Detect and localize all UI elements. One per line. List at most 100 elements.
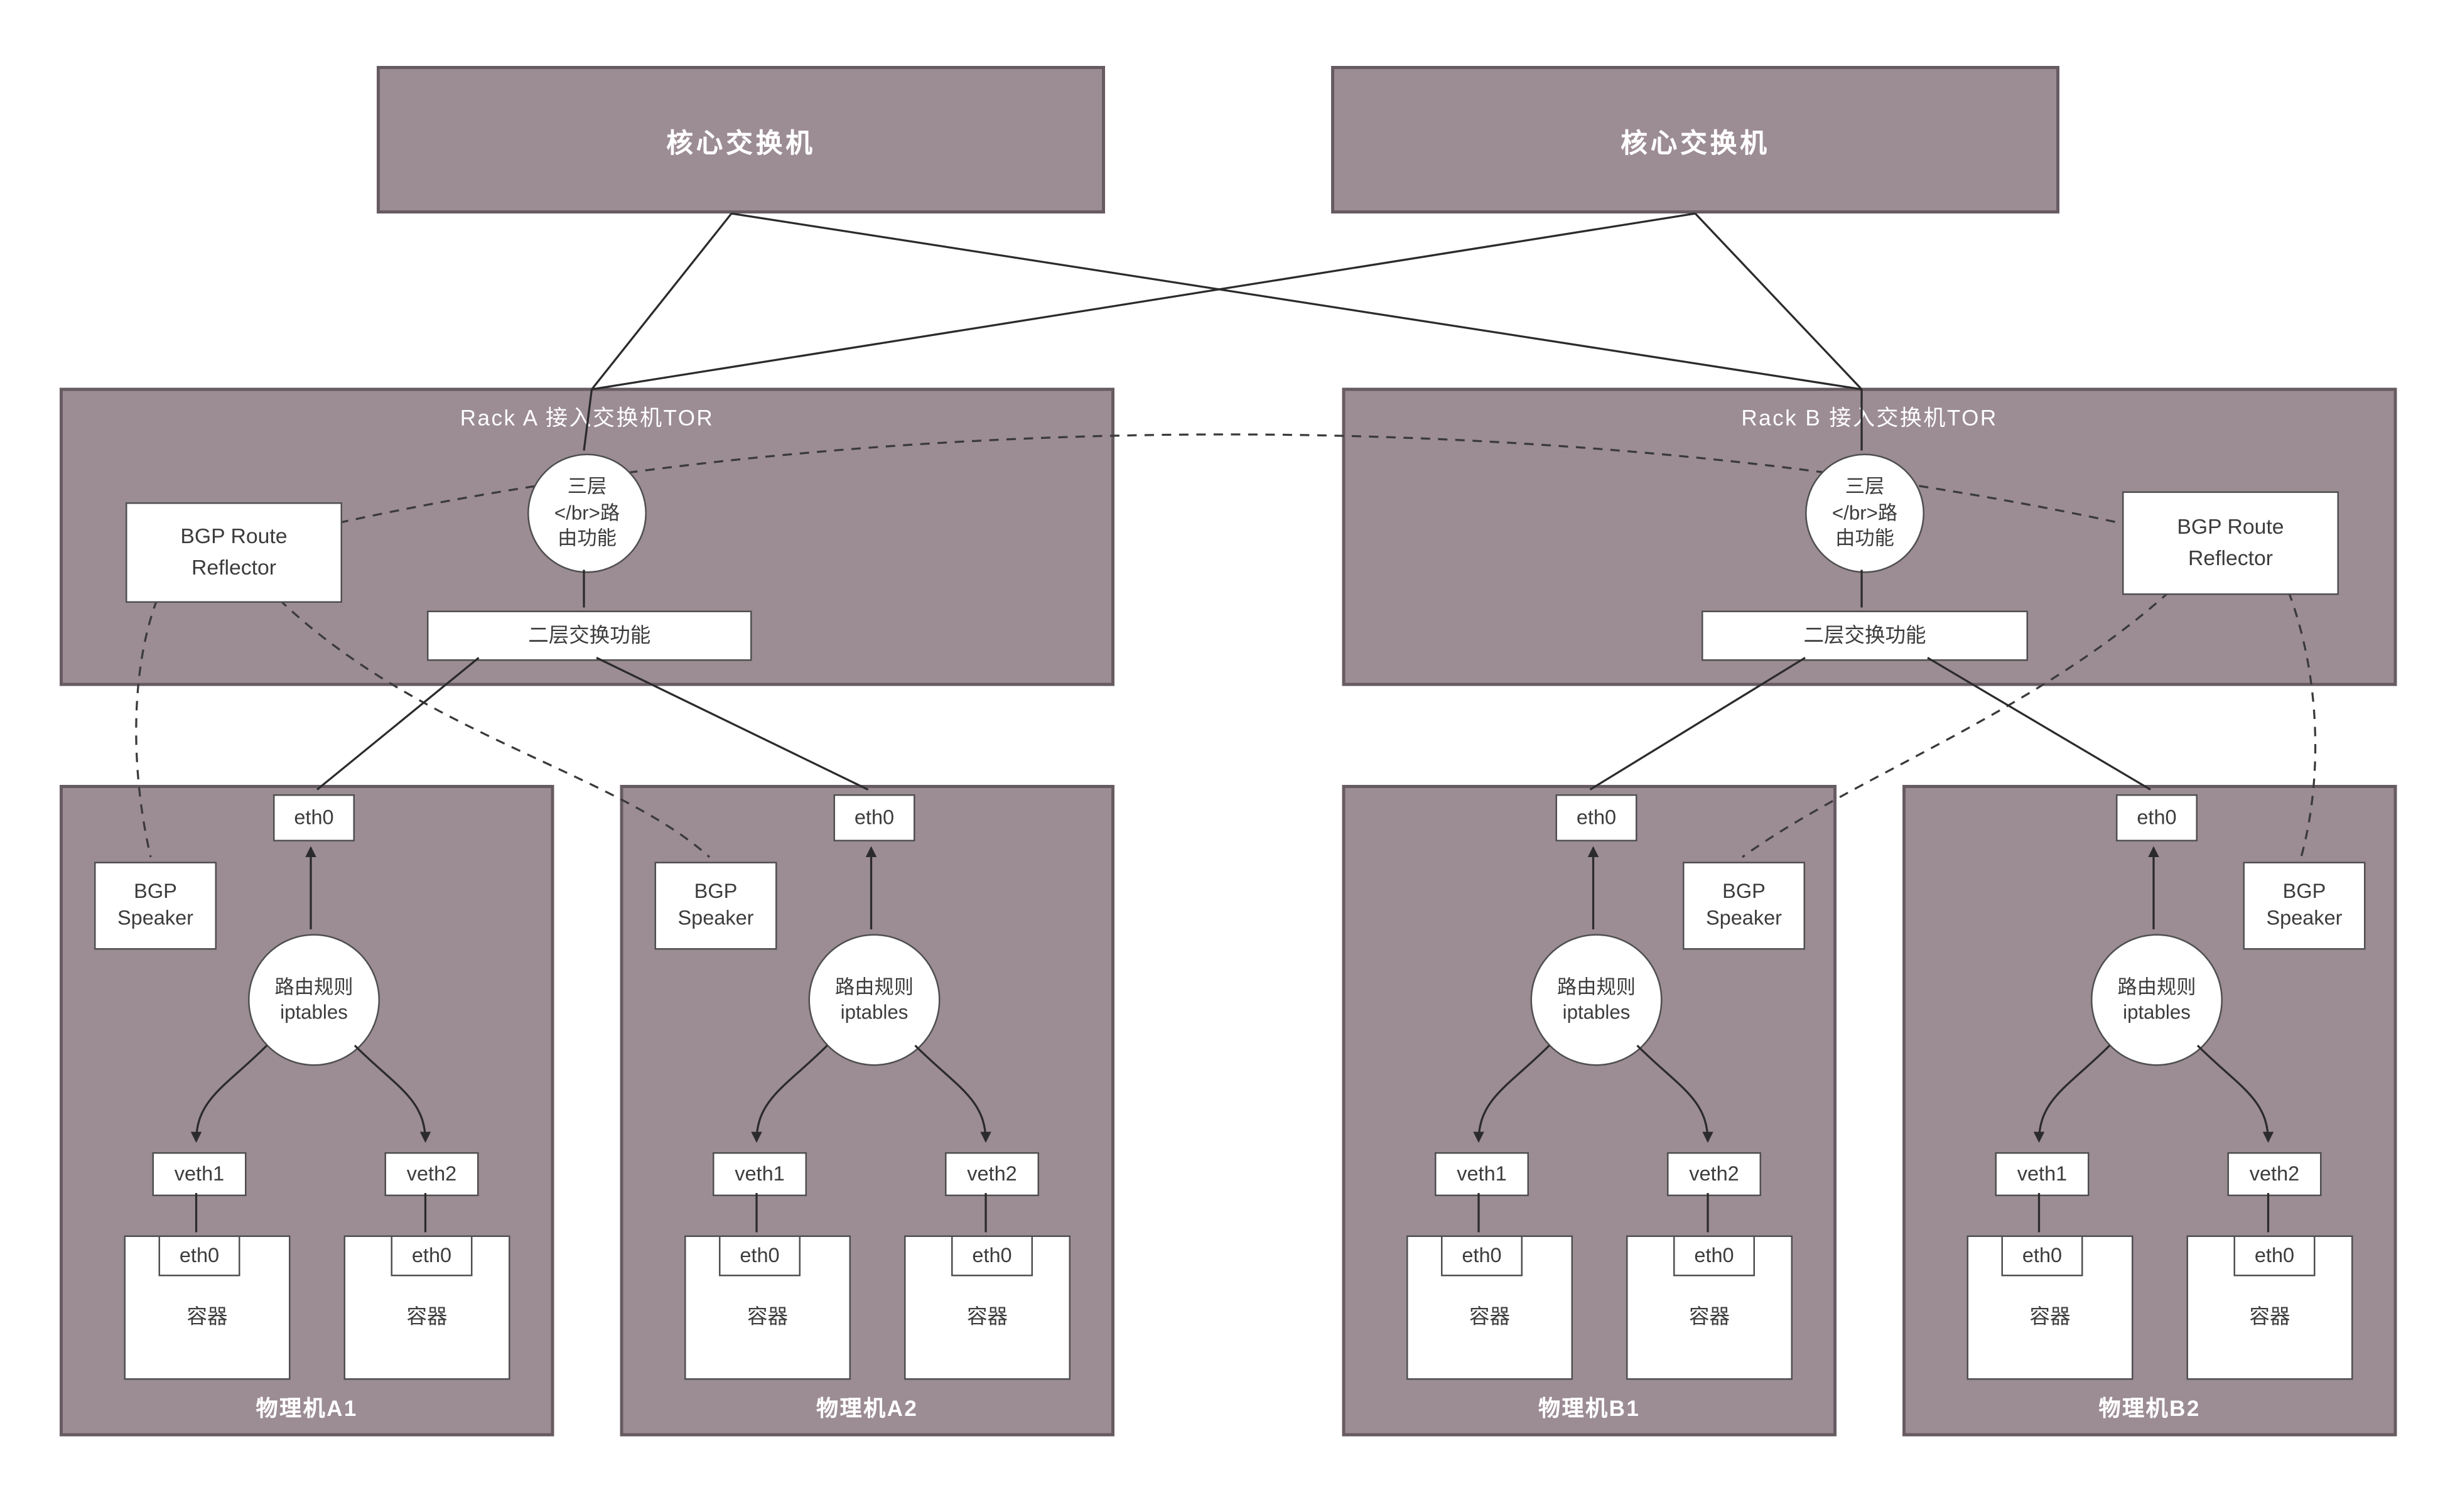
uplink-coreleft-racka (591, 212, 733, 391)
rack-b-l3-line1: 三层 (1845, 476, 1885, 499)
container-eth0-label: eth0 (411, 1242, 452, 1266)
core-switch-right: 核心交换机 (1331, 66, 2059, 213)
container-label: 容器 (406, 1304, 448, 1329)
veth1-label: veth1 (735, 1160, 785, 1185)
veth2-label: veth2 (967, 1160, 1017, 1185)
rack-b-rr-line2: Reflector (2188, 546, 2274, 570)
iptables-line1: 路由规则 (1556, 975, 1636, 998)
container-label: 容器 (1688, 1304, 1730, 1329)
container-box: eth0 容器 (1966, 1235, 2134, 1380)
rack-b-l3-line2: </br>路 (1832, 502, 1898, 524)
container-eth0-box: eth0 (2233, 1235, 2316, 1277)
container-box: eth0 容器 (124, 1235, 291, 1380)
bgp-speaker-box: BGP Speaker (94, 861, 217, 950)
container-eth0-box: eth0 (391, 1235, 473, 1277)
iptables-routing-circle: 路由规则 iptables (808, 934, 941, 1066)
container-eth0-box: eth0 (158, 1235, 240, 1277)
rack-a-l3-line3: 由功能 (558, 527, 617, 550)
bgp-speaker-line1: BGP (1722, 879, 1766, 903)
veth1-label: veth1 (1457, 1160, 1507, 1185)
rack-b-rr-line1: BGP Route (2177, 516, 2284, 539)
rack-b-bgp-route-reflector-box: BGP Route Reflector (2122, 491, 2339, 595)
host-eth0-box: eth0 (833, 794, 915, 841)
physical-machine-a1: eth0 BGP Speaker 路由规则 iptables veth1 vet… (60, 785, 554, 1437)
bgp-speaker-box: BGP Speaker (654, 861, 777, 950)
iptables-line2: iptables (1562, 1002, 1631, 1023)
veth2-box: veth2 (384, 1152, 479, 1196)
uplink-coreright-rackb (1694, 212, 1863, 391)
container-box: eth0 容器 (2186, 1235, 2353, 1380)
iptables-routing-circle: 路由规则 iptables (248, 934, 380, 1066)
bgp-speaker-line1: BGP (694, 879, 738, 903)
machine-label: 物理机A2 (816, 1395, 919, 1421)
rack-b-l3-line3: 由功能 (1835, 527, 1894, 550)
container-eth0-label: eth0 (179, 1242, 220, 1266)
host-eth0-box: eth0 (273, 794, 355, 841)
container-eth0-box: eth0 (951, 1235, 1033, 1277)
core-switch-right-label: 核心交换机 (1621, 127, 1770, 158)
rack-a-l2-switching-box: 二层交换功能 (427, 610, 752, 661)
host-eth0-box: eth0 (1555, 794, 1637, 841)
container-label: 容器 (747, 1304, 788, 1329)
bgp-speaker-line2: Speaker (117, 905, 194, 930)
veth1-label: veth1 (174, 1160, 225, 1185)
rack-b-l2-label: 二层交换功能 (1803, 622, 1926, 646)
container-box: eth0 容器 (684, 1235, 851, 1380)
veth1-box: veth1 (713, 1152, 807, 1196)
iptables-line1: 路由规则 (834, 975, 914, 998)
core-switch-left-label: 核心交换机 (666, 127, 816, 158)
host-eth0-label: eth0 (294, 804, 334, 828)
bgp-speaker-line2: Speaker (1705, 905, 1783, 930)
veth2-label: veth2 (406, 1160, 457, 1185)
container-eth0-label: eth0 (972, 1242, 1012, 1266)
veth2-label: veth2 (1689, 1160, 1739, 1185)
container-box: eth0 容器 (343, 1235, 510, 1380)
container-eth0-label: eth0 (2254, 1242, 2295, 1266)
rack-a-l2-label: 二层交换功能 (528, 622, 651, 646)
host-eth0-label: eth0 (1576, 804, 1617, 828)
rack-a-l3-line1: 三层 (567, 476, 607, 499)
rack-b-l3-routing-circle: 三层 </br>路 由功能 (1805, 453, 1924, 573)
uplink-coreright-racka (591, 212, 1696, 391)
container-label: 容器 (966, 1304, 1008, 1329)
rack-b-title: Rack B 接入交换机TOR (1741, 405, 1998, 430)
container-box: eth0 容器 (1626, 1235, 1793, 1380)
veth1-box: veth1 (1995, 1152, 2090, 1196)
veth1-box: veth1 (1435, 1152, 1529, 1196)
bgp-speaker-line2: Speaker (677, 905, 754, 930)
container-eth0-box: eth0 (1441, 1235, 1523, 1277)
machine-label: 物理机B2 (2098, 1395, 2201, 1421)
rack-a-rr-line1: BGP Route (180, 525, 288, 549)
host-eth0-label: eth0 (854, 804, 895, 828)
veth2-box: veth2 (1667, 1152, 1761, 1196)
rack-a-panel: Rack A 接入交换机TOR BGP Route Reflector 三层 <… (60, 387, 1114, 686)
iptables-line2: iptables (840, 1002, 909, 1023)
physical-machine-a2: eth0 BGP Speaker 路由规则 iptables veth1 vet… (620, 785, 1114, 1437)
machine-label: 物理机A1 (256, 1395, 358, 1421)
machine-label: 物理机B1 (1538, 1395, 1641, 1421)
bgp-speaker-line2: Speaker (2266, 905, 2343, 930)
iptables-line1: 路由规则 (2117, 975, 2196, 998)
container-eth0-box: eth0 (1673, 1235, 1755, 1277)
iptables-routing-circle: 路由规则 iptables (2091, 934, 2223, 1066)
container-box: eth0 容器 (904, 1235, 1071, 1380)
container-eth0-label: eth0 (1694, 1242, 1734, 1266)
container-label: 容器 (1469, 1304, 1510, 1329)
container-eth0-label: eth0 (1462, 1242, 1502, 1266)
iptables-line2: iptables (2123, 1002, 2191, 1023)
bgp-speaker-line1: BGP (134, 879, 177, 903)
rack-a-rr-line2: Reflector (191, 556, 277, 580)
container-box: eth0 容器 (1406, 1235, 1573, 1380)
veth1-label: veth1 (2017, 1160, 2068, 1185)
physical-machine-b2: eth0 BGP Speaker 路由规则 iptables veth1 vet… (1902, 785, 2397, 1437)
rack-a-bgp-route-reflector-box: BGP Route Reflector (126, 502, 342, 603)
uplink-coreleft-rackb (731, 212, 1862, 391)
bgp-speaker-box: BGP Speaker (2243, 861, 2366, 950)
host-eth0-label: eth0 (2137, 804, 2177, 828)
container-eth0-box: eth0 (2001, 1235, 2083, 1277)
bgp-speaker-box: BGP Speaker (1683, 861, 1805, 950)
rack-b-l2-switching-box: 二层交换功能 (1702, 610, 2028, 661)
iptables-line2: iptables (280, 1002, 348, 1023)
